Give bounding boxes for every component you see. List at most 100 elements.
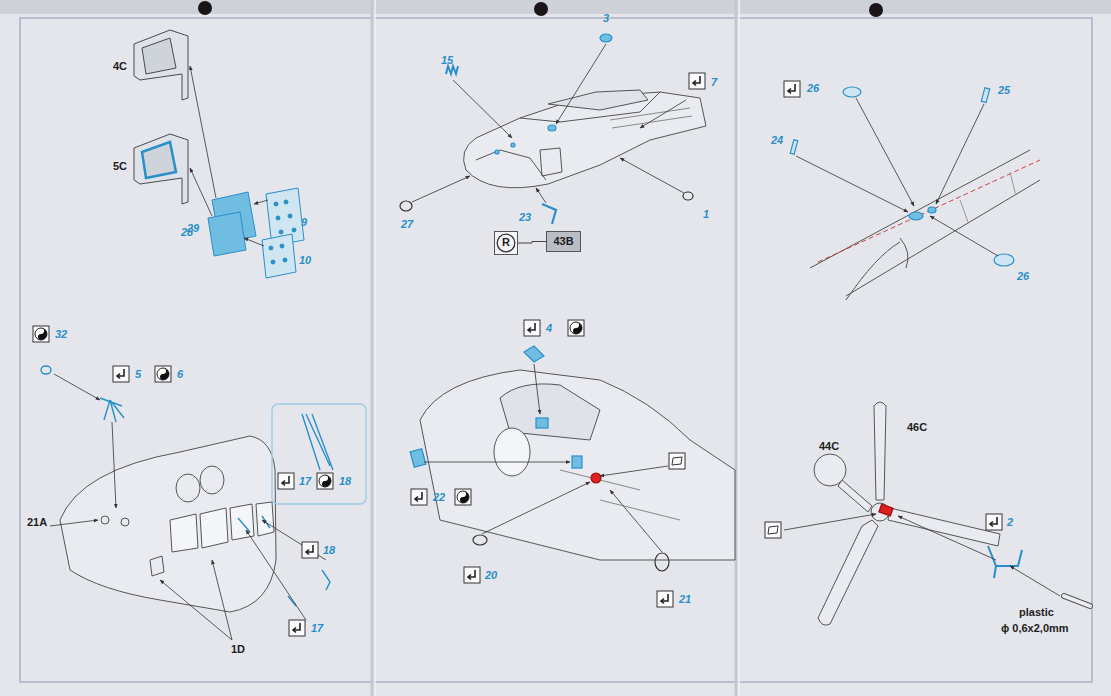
small-part [272, 404, 366, 504]
small-part [524, 346, 544, 362]
callout-number: 15 [440, 54, 454, 67]
small-part [879, 504, 1090, 606]
leader-line [54, 374, 100, 400]
small-part [238, 516, 270, 532]
panel-part [279, 230, 283, 234]
leader-line [796, 156, 908, 212]
helicopter-front [150, 556, 164, 576]
fuselage-top [560, 470, 680, 520]
callout-number: 21 [678, 593, 692, 606]
small-part [909, 212, 923, 220]
leader-line [190, 168, 212, 216]
leader-line [160, 580, 232, 640]
callout-number: 22 [432, 491, 446, 504]
callout-number: 9 [300, 216, 308, 229]
blank-part-icon [669, 453, 781, 538]
seat-5c [134, 134, 188, 204]
helicopter-front [256, 502, 274, 536]
callout-number: 2 [1006, 516, 1014, 529]
check-icon [784, 81, 800, 97]
small-part [843, 87, 861, 97]
helicopter-nose [464, 90, 706, 188]
part-label: 46C [906, 421, 928, 434]
callout-number: 28 [180, 226, 194, 239]
fuselage-top [420, 370, 735, 560]
panel-part [280, 244, 284, 248]
helicopter-front [200, 508, 228, 548]
check-icon [657, 591, 673, 607]
check-icon [524, 320, 540, 336]
paper-sheet [20, 18, 1092, 682]
helicopter-front [170, 514, 198, 552]
seat-5c [142, 142, 176, 178]
paper-sheet [735, 0, 738, 696]
helicopter-front [176, 474, 200, 502]
leader-line [262, 520, 326, 560]
seat-4c [142, 38, 176, 74]
check-icon [113, 366, 129, 382]
callout-number: 10 [298, 254, 312, 267]
small-part [100, 398, 124, 422]
small-part [790, 87, 1014, 266]
leader-line [254, 200, 268, 204]
part-label: 1D [230, 643, 246, 656]
leader-line [482, 482, 590, 534]
part-label: 4C [112, 60, 128, 73]
punch-hole [534, 2, 548, 16]
small-part [410, 449, 426, 468]
leader-line [640, 100, 686, 128]
small-part [1064, 596, 1090, 606]
small-part [600, 34, 612, 42]
leader-line [412, 176, 470, 202]
helicopter-front [121, 518, 129, 526]
fuselage-top [494, 428, 530, 476]
paper-sheet [374, 0, 376, 696]
yin-yang-icon [455, 489, 471, 505]
leader-line [246, 530, 306, 620]
punch-hole [869, 3, 883, 17]
panel-part [292, 228, 296, 232]
leader-line [190, 66, 268, 246]
reference-box: 43B [546, 231, 581, 252]
small-part [302, 414, 333, 470]
callout-number: 26 [1016, 270, 1030, 283]
small-part [41, 366, 366, 606]
check-icon [411, 489, 427, 505]
panel-part [284, 200, 288, 204]
paper-sheet [738, 0, 740, 696]
blank-part-icon [765, 522, 781, 538]
callout-number: 6 [176, 368, 184, 381]
small-part [495, 150, 499, 154]
small-part [928, 207, 936, 213]
leader-line [620, 158, 684, 193]
callout-number: 32 [54, 328, 68, 341]
leader-line [50, 374, 326, 640]
rotor-head [814, 402, 1000, 625]
leader-line [600, 466, 668, 476]
yin-yang-icon [317, 473, 333, 489]
small-part [981, 88, 989, 103]
callout-number: 24 [770, 134, 784, 147]
callout-number: 4 [545, 322, 553, 335]
small-part [1064, 596, 1090, 606]
small-part [548, 125, 556, 131]
small-part [790, 140, 797, 155]
seat-4c [134, 30, 188, 100]
leader-line [796, 98, 998, 256]
small-part [655, 553, 669, 571]
small-part [400, 201, 412, 211]
leader-line [536, 188, 546, 203]
small-part [542, 204, 556, 224]
leader-line [453, 80, 512, 138]
paper-sheet [0, 0, 1111, 14]
part-label: 44C [818, 440, 840, 453]
helicopter-front [101, 516, 109, 524]
fuselage-top [420, 370, 735, 560]
small-part [988, 546, 1022, 578]
punch-hole [198, 1, 883, 17]
leader-line [424, 364, 668, 552]
leader-line [190, 66, 216, 198]
panel-part [288, 214, 292, 218]
